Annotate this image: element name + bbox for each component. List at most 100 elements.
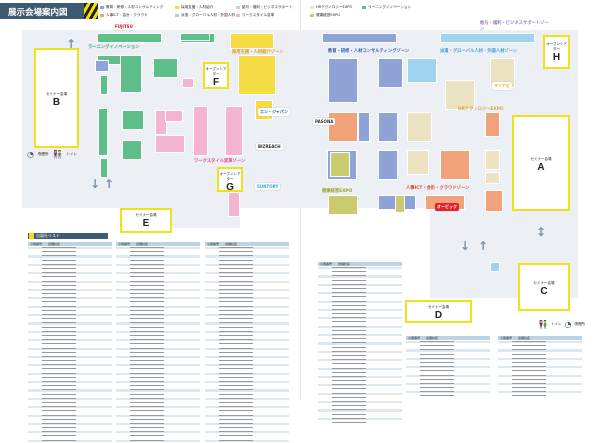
booth[interactable]: [378, 58, 403, 88]
hall-letter: D: [434, 310, 443, 321]
logo-obic[interactable]: オービック: [435, 203, 459, 211]
table-row: [205, 360, 289, 364]
table-row: [116, 360, 200, 364]
booth[interactable]: [98, 108, 108, 156]
table-header: 小間番号出展社名: [318, 262, 402, 266]
table-row: [406, 345, 490, 349]
booth[interactable]: [328, 195, 358, 215]
table-row: [406, 382, 490, 387]
booth[interactable]: [407, 58, 437, 83]
table-row: [28, 410, 112, 414]
table-row: [205, 309, 289, 313]
booth[interactable]: [407, 150, 429, 175]
booth[interactable]: [440, 33, 535, 43]
logo-bizreach[interactable]: BIZREACH: [256, 143, 283, 150]
booth[interactable]: [120, 55, 142, 93]
logo-enjapan[interactable]: エン・ジャパン: [258, 108, 290, 116]
legend-label: 派遣・グローバル人材・外国人材: [181, 13, 235, 17]
table-row: [498, 395, 582, 399]
booth[interactable]: [378, 112, 398, 142]
booth[interactable]: [182, 78, 194, 88]
table-row: [28, 347, 112, 351]
table-row: [116, 255, 200, 259]
logo-mynavi[interactable]: マイナビ: [492, 82, 512, 90]
booth[interactable]: [485, 172, 500, 184]
booth[interactable]: [445, 80, 475, 110]
booth[interactable]: [100, 158, 108, 178]
table-row: [116, 406, 200, 410]
booth[interactable]: [358, 112, 370, 142]
table-row: [116, 284, 200, 288]
booth[interactable]: [407, 112, 432, 142]
legend-swatch: [236, 14, 240, 17]
booth[interactable]: [228, 192, 240, 217]
booth[interactable]: [97, 33, 162, 43]
booth[interactable]: [485, 112, 500, 137]
booth[interactable]: [330, 152, 350, 177]
table-row: [28, 414, 112, 418]
booth[interactable]: [95, 60, 109, 72]
table-row: [116, 314, 200, 318]
table-row: [116, 431, 200, 435]
exhibitor-table: 小間番号出展社名: [406, 336, 490, 399]
booth[interactable]: [395, 195, 405, 213]
booth[interactable]: [193, 106, 208, 156]
booth[interactable]: [165, 110, 183, 122]
table-row: [205, 435, 289, 439]
hall-caption: オープンシアター: [546, 42, 567, 51]
booth[interactable]: [230, 33, 274, 49]
booth[interactable]: [490, 262, 500, 272]
booth[interactable]: [485, 190, 503, 212]
booth[interactable]: [180, 33, 210, 41]
table-row: [116, 326, 200, 330]
table-row: [116, 343, 200, 347]
booth[interactable]: [122, 140, 142, 160]
col-exhibitor: 出展社名: [518, 336, 531, 340]
booth[interactable]: [100, 75, 108, 95]
arrow-up-icon: ↑: [104, 177, 115, 191]
table-row: [498, 345, 582, 349]
table-row: [205, 284, 289, 288]
table-row: [28, 401, 112, 406]
booth[interactable]: [322, 33, 397, 43]
booth[interactable]: [378, 150, 398, 180]
legend-swatch: [310, 14, 314, 17]
table-row: [406, 395, 490, 399]
logo-pasona[interactable]: PASONA: [313, 118, 336, 125]
booth[interactable]: [238, 55, 276, 95]
table-row: [205, 276, 289, 280]
booth[interactable]: [485, 150, 500, 170]
legend-label: 健康経営EXPO: [316, 13, 341, 17]
col-exhibitor: 出展社名: [48, 242, 61, 246]
table-row: [28, 351, 112, 355]
table-row: [28, 385, 112, 389]
table-row: [318, 296, 402, 300]
smoking-label: 喫煙所: [37, 152, 49, 156]
booth[interactable]: [155, 135, 185, 153]
table-row: [205, 267, 289, 272]
logo-suntory[interactable]: SUNTORY: [255, 183, 281, 190]
booth[interactable]: [153, 58, 178, 78]
legend-swatch: [100, 6, 104, 9]
booth[interactable]: [225, 106, 243, 156]
logo-fujitsu[interactable]: FUJITSU: [113, 23, 135, 30]
booth[interactable]: [122, 110, 144, 130]
booth[interactable]: [155, 110, 167, 135]
table-row: [116, 280, 200, 284]
booth[interactable]: [440, 150, 470, 180]
table-row: [205, 293, 289, 297]
booth[interactable]: [328, 58, 358, 103]
booth[interactable]: [328, 112, 358, 142]
table-row: [205, 330, 289, 334]
table-row: [28, 368, 112, 372]
zone-hrtech: HRテクノロジーEXPO: [458, 107, 504, 112]
table-row: [498, 361, 582, 366]
